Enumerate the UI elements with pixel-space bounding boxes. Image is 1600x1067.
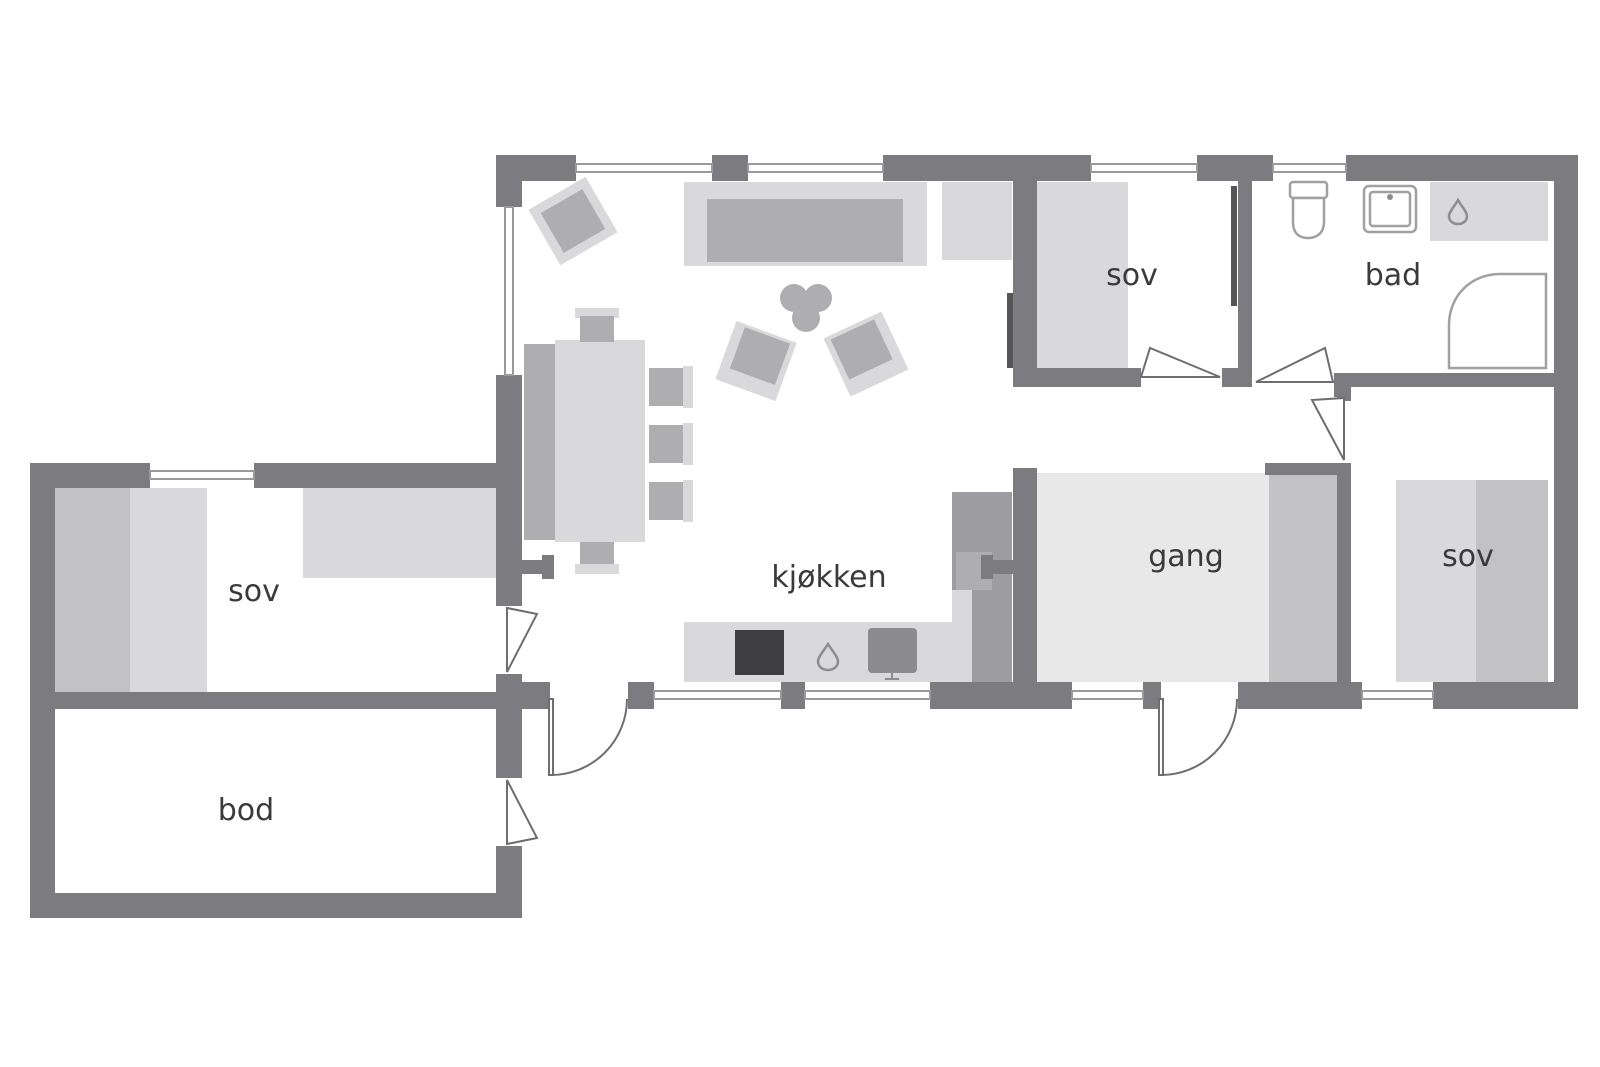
bed-sov-main: [1037, 182, 1128, 374]
stove-icon: [735, 630, 784, 675]
sink-icon: [1362, 184, 1418, 234]
window: [653, 690, 782, 700]
window: [804, 690, 931, 700]
bed-sov-right: [1396, 480, 1548, 682]
room-label-bod: bod: [218, 793, 274, 828]
door-bod: [506, 779, 539, 846]
hall-floor-area: [1037, 473, 1269, 682]
door-bad: [1255, 346, 1335, 383]
room-label-sov-left: sov: [228, 574, 280, 609]
door-sov-right: [1310, 396, 1345, 461]
coffee-table: [780, 284, 832, 332]
hall-wardrobe: [1269, 473, 1337, 682]
entrance-door: [548, 698, 628, 776]
furniture: [55, 176, 1548, 692]
dining-table: [524, 340, 645, 542]
window: [504, 206, 514, 376]
doors: [506, 346, 1345, 846]
water-drop-icon: [816, 641, 840, 672]
windows: [149, 163, 1434, 700]
water-drop-icon: [1447, 197, 1469, 226]
window: [149, 470, 255, 480]
room-label-sov-right: sov: [1442, 539, 1494, 574]
window: [747, 163, 884, 173]
window: [1071, 690, 1144, 700]
kitchen-counter: [684, 492, 1012, 682]
desk-sov-left: [303, 488, 496, 578]
room-label-bad: bad: [1365, 258, 1421, 293]
shower-icon: [1447, 272, 1548, 370]
window: [1361, 690, 1434, 700]
armchair-top-left: [528, 176, 618, 266]
window: [1272, 163, 1347, 173]
door-sov-main: [1139, 346, 1221, 378]
window: [1090, 163, 1198, 173]
room-label-kjokken: kjøkken: [771, 560, 886, 595]
bath-counter: [1430, 182, 1548, 241]
door-sov-left: [506, 606, 539, 673]
walls: [30, 155, 1578, 918]
window: [575, 163, 713, 173]
sofa: [684, 182, 927, 266]
side-cabinet: [942, 182, 1012, 260]
armchair-left: [715, 320, 797, 402]
room-label-gang: gang: [1148, 539, 1223, 574]
gang-door: [1158, 698, 1238, 776]
dining-chairs: [575, 308, 693, 574]
toilet-icon: [1288, 180, 1329, 240]
bed-sov-left: [55, 488, 207, 692]
armchair-right: [823, 311, 909, 397]
room-labels: sov bad kjøkken gang sov sov bod: [218, 258, 1494, 828]
kitchen-sink-icon: [868, 628, 917, 680]
room-label-sov-main: sov: [1106, 258, 1158, 293]
